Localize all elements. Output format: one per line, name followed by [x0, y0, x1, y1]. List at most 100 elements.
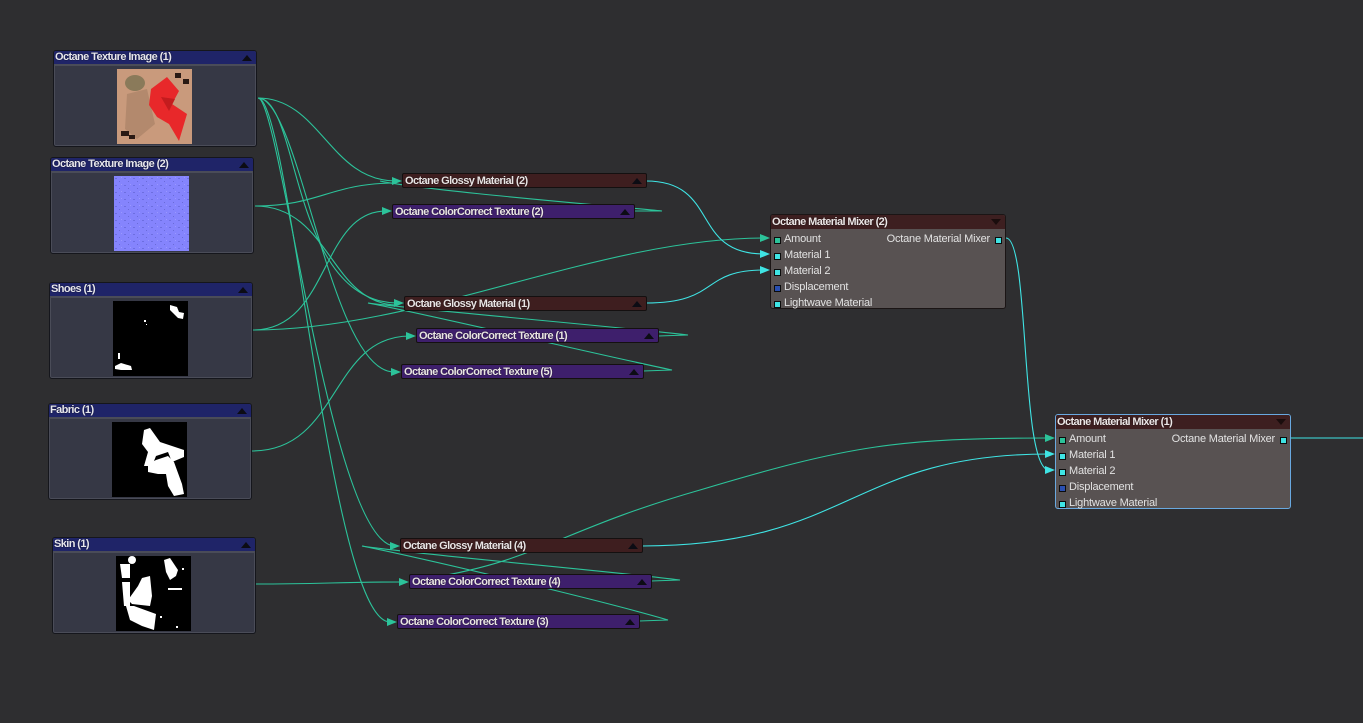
wire-tex2-to-glossy1[interactable]: [254, 205, 397, 306]
node-octane-texture-image-2[interactable]: Octane Texture Image (2): [50, 157, 254, 254]
socket-icon[interactable]: [1059, 469, 1066, 476]
socket-icon[interactable]: [774, 253, 781, 260]
wire-glossy2-to-mixer2-material1[interactable]: [645, 180, 765, 255]
input-displacement[interactable]: Displacement: [1056, 480, 1290, 496]
node-title: Octane ColorCorrect Texture (2): [395, 206, 544, 218]
socket-icon[interactable]: [1059, 437, 1066, 444]
wire-glossy4-to-mixer1-material1[interactable]: [641, 453, 1050, 547]
collapse-arrow-icon[interactable]: [620, 209, 630, 215]
collapse-arrow-icon[interactable]: [629, 369, 639, 375]
node-octane-colorcorrect-texture-1[interactable]: Octane ColorCorrect Texture (1): [416, 328, 659, 343]
output-socket-icon[interactable]: [995, 237, 1002, 244]
socket-label: Lightwave Material: [784, 297, 873, 309]
input-displacement[interactable]: Displacement: [771, 280, 1005, 296]
node-title: Octane ColorCorrect Texture (4): [412, 576, 561, 588]
node-skin-1[interactable]: Skin (1): [52, 537, 256, 634]
input-arrow-icon: [391, 368, 401, 376]
node-octane-colorcorrect-texture-3[interactable]: Octane ColorCorrect Texture (3): [397, 614, 640, 629]
wire-glossy1-to-mixer2-material2[interactable]: [645, 269, 765, 304]
collapse-arrow-icon[interactable]: [238, 287, 248, 293]
input-arrow-icon: [387, 618, 397, 626]
expand-arrow-icon[interactable]: [1276, 419, 1286, 425]
wire-tex1-to-glossy2[interactable]: [257, 97, 397, 182]
node-header[interactable]: Octane Material Mixer (1): [1056, 415, 1290, 429]
node-header[interactable]: Octane Material Mixer (2): [771, 215, 1005, 229]
normal-map-preview-image: [114, 176, 189, 251]
input-material-2[interactable]: Material 2: [771, 264, 1005, 280]
collapse-arrow-icon[interactable]: [241, 542, 251, 548]
node-header[interactable]: Fabric (1): [49, 404, 251, 419]
input-material-1[interactable]: Material 1: [771, 248, 1005, 264]
node-octane-colorcorrect-texture-2[interactable]: Octane ColorCorrect Texture (2): [392, 204, 635, 219]
socket-label: Material 2: [784, 265, 831, 277]
node-header[interactable]: Octane Texture Image (2): [51, 158, 253, 173]
node-octane-colorcorrect-texture-4[interactable]: Octane ColorCorrect Texture (4): [409, 574, 652, 589]
input-lightwave-material[interactable]: Lightwave Material: [771, 296, 1005, 312]
collapse-arrow-icon[interactable]: [637, 579, 647, 585]
socket-label: Lightwave Material: [1069, 497, 1158, 509]
wire-fabric-to-cc1[interactable]: [251, 335, 411, 452]
node-fabric-1[interactable]: Fabric (1): [48, 403, 252, 500]
node-octane-material-mixer-1[interactable]: Octane Material Mixer (1) Amount Octane …: [1055, 414, 1291, 509]
wire-tex1-to-glossy1[interactable]: [257, 97, 397, 304]
expand-arrow-icon[interactable]: [991, 219, 1001, 225]
wire-tex1-to-cc3[interactable]: [257, 97, 391, 623]
node-title: Octane Glossy Material (4): [403, 540, 526, 552]
node-octane-glossy-material-2[interactable]: Octane Glossy Material (2): [402, 173, 647, 188]
node-header[interactable]: Skin (1): [53, 538, 255, 553]
collapse-arrow-icon[interactable]: [644, 333, 654, 339]
node-header[interactable]: Octane Texture Image (1): [54, 51, 256, 66]
socket-icon[interactable]: [774, 237, 781, 244]
node-octane-glossy-material-1[interactable]: Octane Glossy Material (1): [404, 296, 647, 311]
texture-preview-image: [117, 69, 192, 144]
wire-to-mixer1-amount[interactable]: [429, 437, 1050, 579]
input-material-2[interactable]: Material 2: [1056, 464, 1290, 480]
node-shoes-1[interactable]: Shoes (1): [49, 282, 253, 379]
collapse-arrow-icon[interactable]: [239, 162, 249, 168]
socket-icon[interactable]: [774, 269, 781, 276]
node-title: Octane ColorCorrect Texture (3): [400, 616, 549, 628]
node-header[interactable]: Shoes (1): [50, 283, 252, 298]
node-title: Octane ColorCorrect Texture (1): [419, 330, 568, 342]
input-arrow-icon: [390, 542, 400, 550]
output-label: Octane Material Mixer: [1171, 433, 1276, 445]
collapse-arrow-icon[interactable]: [237, 408, 247, 414]
node-title: Octane Glossy Material (1): [407, 298, 530, 310]
wire-tex1-to-glossy4[interactable]: [257, 97, 395, 547]
node-octane-glossy-material-4[interactable]: Octane Glossy Material (4): [400, 538, 643, 553]
output-socket-icon[interactable]: [1280, 437, 1287, 444]
socket-label: Material 1: [1069, 449, 1116, 461]
mask-preview-image: [116, 556, 191, 631]
socket-icon[interactable]: [1059, 501, 1066, 508]
node-octane-texture-image-1[interactable]: Octane Texture Image (1): [53, 50, 257, 147]
node-title: Octane ColorCorrect Texture (5): [404, 366, 553, 378]
wire-skin-to-cc4[interactable]: [255, 581, 404, 585]
socket-label: Displacement: [1069, 481, 1134, 493]
input-arrow-icon: [1045, 466, 1055, 474]
wire-tex1-to-cc5[interactable]: [257, 97, 395, 373]
collapse-arrow-icon[interactable]: [242, 55, 252, 61]
socket-icon[interactable]: [1059, 453, 1066, 460]
input-material-1[interactable]: Material 1: [1056, 448, 1290, 464]
collapse-arrow-icon[interactable]: [625, 619, 635, 625]
socket-icon[interactable]: [1059, 485, 1066, 492]
input-arrow-icon: [760, 234, 770, 242]
socket-label: Displacement: [784, 281, 849, 293]
node-title: Octane Material Mixer (1): [1057, 416, 1173, 428]
wire-shoes-to-mixer2-amount[interactable]: [252, 237, 765, 331]
wire-tex2-to-glossy2[interactable]: [254, 182, 397, 207]
input-amount[interactable]: Amount Octane Material Mixer: [771, 232, 1005, 248]
collapse-arrow-icon[interactable]: [628, 543, 638, 549]
node-octane-material-mixer-2[interactable]: Octane Material Mixer (2) Amount Octane …: [770, 214, 1006, 309]
input-amount[interactable]: Amount Octane Material Mixer: [1056, 432, 1290, 448]
collapse-arrow-icon[interactable]: [632, 301, 642, 307]
socket-label: Material 1: [784, 249, 831, 261]
wire-shoes-to-cc2[interactable]: [252, 210, 387, 331]
collapse-arrow-icon[interactable]: [632, 178, 642, 184]
wire-mixer2-to-mixer1-material2[interactable]: [1005, 237, 1050, 471]
input-lightwave-material[interactable]: Lightwave Material: [1056, 496, 1290, 512]
socket-icon[interactable]: [774, 285, 781, 292]
socket-icon[interactable]: [774, 301, 781, 308]
socket-label: Amount: [1069, 433, 1106, 445]
node-octane-colorcorrect-texture-5[interactable]: Octane ColorCorrect Texture (5): [401, 364, 644, 379]
